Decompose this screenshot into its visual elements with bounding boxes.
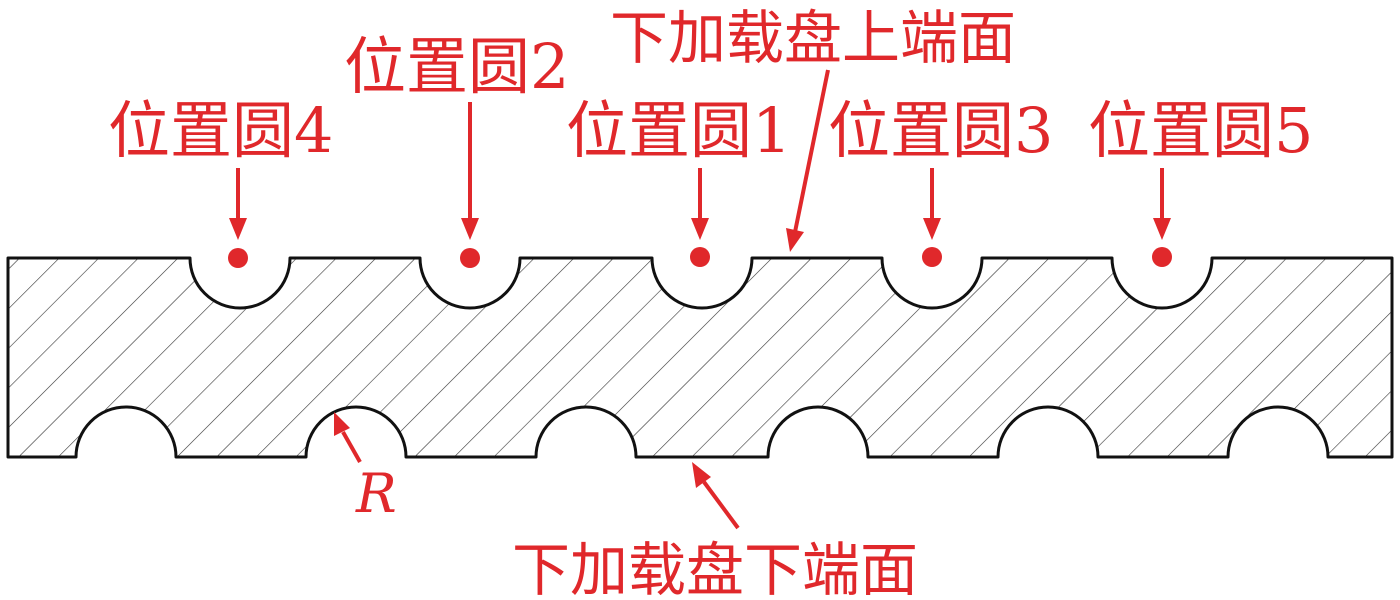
label-position-circle-4: 位置圆4 xyxy=(108,94,333,167)
position-dot-3 xyxy=(922,247,942,267)
arrow-radius xyxy=(334,412,362,463)
arrow-lower-face xyxy=(692,462,740,530)
label-upper-face: 下加载盘上端面 xyxy=(610,4,1016,72)
label-position-circle-3: 位置圆3 xyxy=(828,94,1053,167)
arrow-upper-face xyxy=(786,69,830,252)
position-dot-2 xyxy=(460,248,480,268)
label-position-circle-2: 位置圆2 xyxy=(344,30,569,103)
position-dot-4 xyxy=(228,248,248,268)
label-lower-face: 下加载盘下端面 xyxy=(512,536,918,600)
label-position-circle-5: 位置圆5 xyxy=(1088,94,1313,167)
arrow-circle-3 xyxy=(923,168,941,240)
arrow-circle-5 xyxy=(1153,168,1171,240)
label-radius: R xyxy=(355,462,397,525)
arrow-circle-4 xyxy=(229,168,247,240)
position-dot-1 xyxy=(690,247,710,267)
label-position-circle-1: 位置圆1 xyxy=(566,94,791,167)
disc-cross-section xyxy=(6,256,1394,459)
arrow-circle-2 xyxy=(461,102,479,240)
arrow-circle-1 xyxy=(691,168,709,240)
position-dot-5 xyxy=(1152,247,1172,267)
